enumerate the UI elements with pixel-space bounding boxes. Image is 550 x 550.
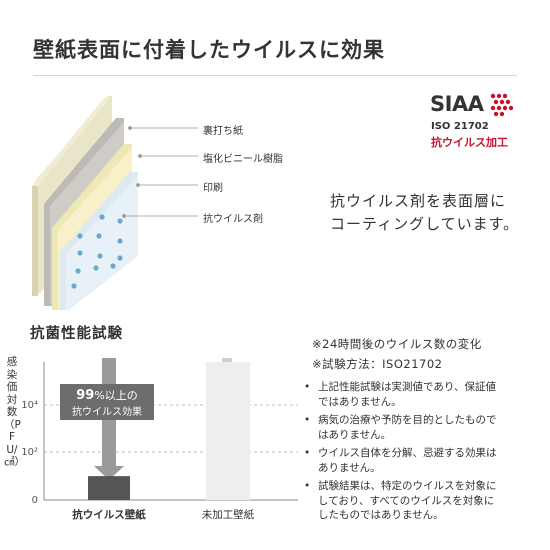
siaa-dot-icon [490, 93, 514, 117]
callout-percent-suffix: %以上の [94, 389, 138, 402]
tick-label: 10⁴ [21, 400, 38, 411]
siaa-logo: SIAA [430, 92, 484, 116]
wallpaper-layers-illustration [32, 96, 198, 310]
callout-percent: 99 [76, 388, 95, 403]
untreated-arrow-shaft [222, 358, 232, 364]
label-backing-paper: 裏打ち紙 [203, 126, 243, 137]
list-item: 試験結果は、特定のウイルスを対象にしており、すべてのウイルスを対象にしたものでは… [302, 479, 542, 523]
label-print: 印刷 [203, 183, 223, 194]
bar-untreated [206, 362, 250, 500]
category-label: 未加工壁紙 [202, 508, 255, 521]
title-divider [33, 75, 517, 76]
description: 抗ウイルス剤を表面層に コーティングしています。 [330, 190, 519, 236]
page-title: 壁紙表面に付着したウイルスに効果 [33, 38, 385, 62]
tick-label: 0 [32, 495, 38, 506]
description-line: コーティングしています。 [330, 215, 520, 233]
antiviral-chart: 10⁴ 10² 0 抗ウイルス壁紙 未加工壁紙 [21, 358, 298, 521]
reduction-callout: 99%以上の 抗ウイルス効果 [60, 384, 154, 420]
note-test-method: ※試験方法：ISO21702 [312, 357, 443, 371]
siaa-label: 抗ウイルス加工 [431, 136, 508, 149]
label-pvc-resin: 塩化ビニール樹脂 [203, 154, 283, 165]
y-axis-label: 感染価対数（PFU/㎠） [4, 356, 25, 469]
virus-dots [71, 214, 123, 289]
y-axis-label-text: 感染価対数（PFU/㎠） [4, 356, 25, 468]
callout-line2: 抗ウイルス効果 [72, 407, 142, 418]
section-title: 抗菌性能試験 [30, 326, 123, 342]
category-label: 抗ウイルス壁紙 [72, 508, 146, 521]
siaa-iso: ISO 21702 [431, 121, 489, 132]
label-antiviral-agent: 抗ウイルス剤 [203, 214, 263, 225]
description-line: 抗ウイルス剤を表面層に [330, 192, 507, 210]
bar-antiviral [88, 476, 130, 500]
note-24h: ※24時間後のウイルス数の変化 [312, 337, 482, 351]
reduction-arrow-head [94, 466, 124, 480]
tick-label: 10² [21, 447, 38, 458]
